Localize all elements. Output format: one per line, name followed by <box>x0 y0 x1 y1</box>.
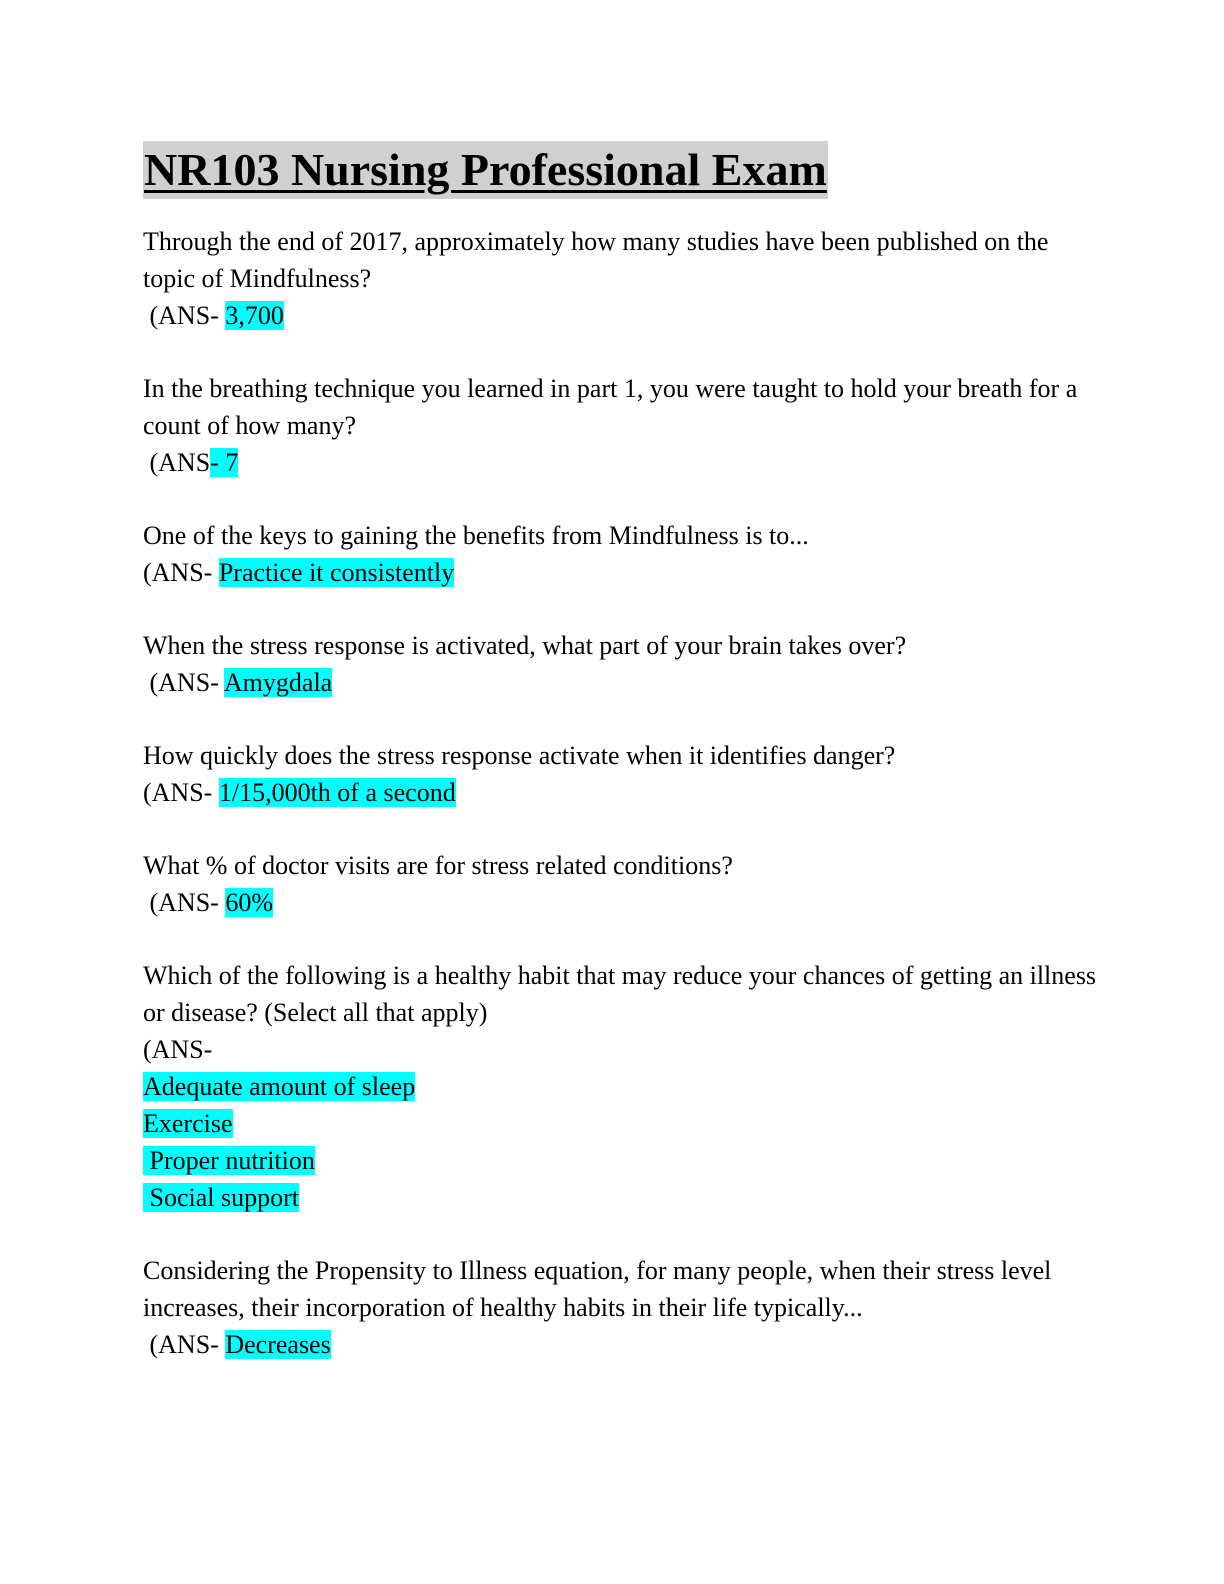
answer-list-item: Proper nutrition <box>143 1142 1103 1179</box>
qa-item-5: How quickly does the stress response act… <box>143 737 1103 811</box>
answer-highlight: Practice it consistently <box>218 558 455 587</box>
answer-prefix: (ANS- <box>143 1035 213 1064</box>
qa-item-4: When the stress response is activated, w… <box>143 627 1103 701</box>
answer-highlight: Decreases <box>225 1330 331 1359</box>
qa-item-2: In the breathing technique you learned i… <box>143 370 1103 481</box>
answer-highlight: 3,700 <box>225 301 284 330</box>
document-page: NR103 Nursing Professional Exam Through … <box>143 141 1103 1399</box>
answer-highlight: Amygdala <box>223 668 333 697</box>
question-text: One of the keys to gaining the benefits … <box>143 521 809 550</box>
answer-prefix: (ANS- <box>143 301 226 330</box>
answer-prefix: (ANS <box>143 448 211 477</box>
answer-line: (ANS- 1/15,000th of a second <box>143 774 1103 811</box>
document-title: NR103 Nursing Professional Exam <box>143 141 828 199</box>
answer-highlight: - 7 <box>210 448 239 477</box>
answer-line: (ANS- Amygdala <box>143 664 1103 701</box>
answer-prefix: (ANS- <box>143 778 219 807</box>
answer-prefix: (ANS- <box>143 888 226 917</box>
question-text: How quickly does the stress response act… <box>143 741 896 770</box>
answer-highlight: Social support <box>143 1183 299 1212</box>
answer-highlight: Exercise <box>143 1109 233 1138</box>
qa-item-3: One of the keys to gaining the benefits … <box>143 517 1103 591</box>
answer-line: (ANS- 60% <box>143 884 1103 921</box>
answer-line: (ANS- Decreases <box>143 1326 1103 1363</box>
answer-highlight: Adequate amount of sleep <box>143 1072 416 1101</box>
answer-list-item: Adequate amount of sleep <box>143 1068 1103 1105</box>
question-text: When the stress response is activated, w… <box>143 631 907 660</box>
answer-line: (ANS- 3,700 <box>143 297 1103 334</box>
answer-line: (ANS- 7 <box>143 444 1103 481</box>
answer-prefix: (ANS- <box>143 668 224 697</box>
qa-item-8: Considering the Propensity to Illness eq… <box>143 1252 1103 1363</box>
question-text: What % of doctor visits are for stress r… <box>143 851 733 880</box>
qa-item-7: Which of the following is a healthy habi… <box>143 957 1103 1216</box>
answer-highlight: Proper nutrition <box>143 1146 315 1175</box>
answer-prefix: (ANS- <box>143 1330 226 1359</box>
answer-line: (ANS- Practice it consistently <box>143 554 1103 591</box>
answer-highlight: 1/15,000th of a second <box>218 778 456 807</box>
answer-list-item: Social support <box>143 1179 1103 1216</box>
answer-highlight: 60% <box>225 888 274 917</box>
question-text: Considering the Propensity to Illness eq… <box>143 1256 1052 1322</box>
qa-item-1: Through the end of 2017, approximately h… <box>143 223 1103 334</box>
question-text: Through the end of 2017, approximately h… <box>143 227 1049 293</box>
answer-prefix: (ANS- <box>143 558 219 587</box>
qa-item-6: What % of doctor visits are for stress r… <box>143 847 1103 921</box>
question-text: In the breathing technique you learned i… <box>143 374 1078 440</box>
question-text: Which of the following is a healthy habi… <box>143 961 1097 1027</box>
answer-list-item: Exercise <box>143 1105 1103 1142</box>
